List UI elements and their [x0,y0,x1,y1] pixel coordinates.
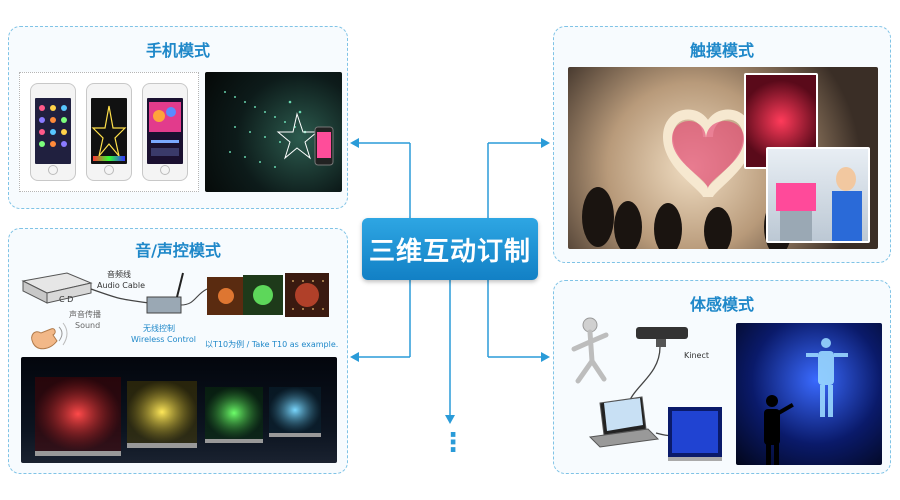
phone-apps-frame [19,72,199,192]
music-player-image [149,102,181,156]
colored-cubes-image [35,377,321,456]
touch-mode-title: 触摸模式 [689,41,754,60]
touch-mode-panel: 触摸模式 [553,26,891,263]
blue-led-cube-image [668,407,722,461]
sound-cn: 声音传播 [69,310,101,319]
center-title-box: 三维互动订制 [362,218,538,280]
led-cubes-photo [21,357,337,463]
phone-screenshot [86,83,132,181]
person-figure-icon [571,317,609,384]
example-note: 以T10为例 / Take T10 as example. [205,340,339,349]
more-indicator: ⋮ [440,428,466,458]
wireless-en: Wireless Control [131,335,196,344]
cd-label: C D [59,295,74,304]
wireless-cn: 无线控制 [143,324,175,333]
audio-mode-panel: 音/声控模式 [8,228,348,474]
emoji-grid-image [39,105,67,147]
audio-mode-title: 音/声控模式 [135,241,221,260]
phone-screenshot [142,83,188,181]
audio-diagram [21,272,329,350]
led-grid-image [224,91,334,168]
kinect-sensor-icon [636,327,688,347]
phone-mode-title: 手机模式 [145,41,210,60]
audio-cable-cn: 音频线 [107,270,131,279]
body-sensing-photo [736,323,882,465]
sound-en: Sound [75,321,101,330]
laptop-icon [588,396,660,448]
star-drawing-image [91,105,127,161]
sound-hand-icon [31,322,68,350]
wireless-receiver-icon [146,272,184,314]
kinect-setup-diagram [571,317,722,461]
touch-kiosk-image [776,167,862,241]
touch-screen-inset [766,147,870,243]
led-wall-person-image [764,338,848,465]
phone-screenshot [30,83,76,181]
body-mode-panel: 体感模式 Kinect [553,280,891,474]
kinect-label: Kinect [684,351,709,360]
cd-player-icon [21,272,93,304]
t10-cubes-image [207,273,329,317]
led-cube-phone-photo [205,72,342,192]
center-title: 三维互动订制 [368,236,531,267]
phone-mode-panel: 手机模式 [8,26,348,209]
body-mode-title: 体感模式 [689,295,754,314]
audio-cable-en: Audio Cable [97,281,145,290]
